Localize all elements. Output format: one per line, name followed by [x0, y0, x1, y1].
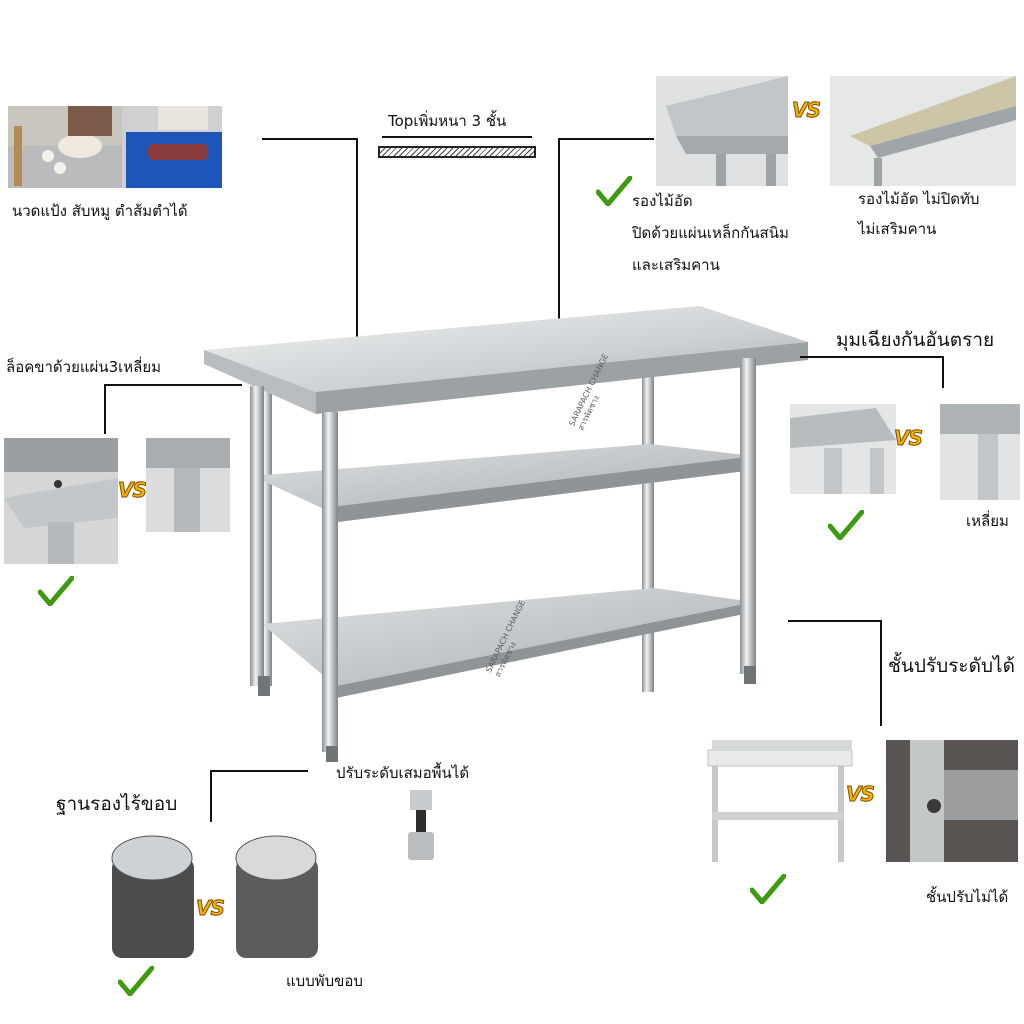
folded-edge-label: แบบพับขอบ	[286, 972, 363, 990]
connector-shelf-v	[880, 620, 882, 726]
square-corner-label: เหลี่ยม	[966, 512, 1009, 530]
top-thick-sample	[378, 146, 536, 158]
leveling-foot-photo	[402, 790, 440, 860]
plywood-good-line2: ปิดด้วยแผ่นเหล็กกันสนิม	[632, 224, 789, 242]
level-feet-label: ปรับระดับเสมอพื้นได้	[336, 764, 470, 782]
connector-base-v	[210, 770, 212, 822]
plywood-bad-line1: รองไม้อัด ไม่ปิดทับ	[858, 190, 980, 208]
base-no-edge-photo	[96, 828, 350, 958]
connector-plywood-v	[558, 138, 560, 358]
plywood-good-line3: และเสริมคาน	[632, 256, 720, 274]
check-icon	[749, 873, 787, 905]
check-icon	[595, 175, 633, 207]
fixed-shelf-photo	[886, 740, 1018, 862]
adjustable-shelf-photo	[702, 740, 854, 862]
bevel-corner-label: มุมเฉียงกันอันตราย	[836, 329, 995, 351]
plywood-bad-line2: ไม่เสริมคาน	[858, 220, 937, 238]
connector-plywood	[558, 138, 654, 140]
top-thick-label: Topเพิ่มหนา 3 ชั้น	[388, 112, 507, 130]
leg-lock-label: ล็อคขาด้วยแผ่น3เหลี่ยม	[6, 358, 162, 376]
check-icon	[117, 965, 155, 997]
bevel-corner-photo	[790, 404, 896, 494]
base-no-edge-label: ฐานรองไร้ขอบ	[56, 793, 178, 815]
kneading-chopping-photo	[8, 106, 222, 188]
top-thick-underline	[382, 136, 532, 138]
vs-badge: VS	[196, 896, 226, 921]
knead-label: นวดแป้ง สับหมู ตำส้มตำได้	[12, 202, 188, 220]
vs-badge: VS	[894, 426, 924, 451]
vs-badge: VS	[118, 478, 148, 503]
triangle-plate-photo	[4, 438, 118, 564]
connector-base-h	[212, 770, 308, 772]
check-icon	[37, 575, 75, 607]
stainless-table-image	[200, 296, 820, 766]
fixed-shelf-label: ชั้นปรับไม่ได้	[926, 888, 1009, 906]
connector-shelf-h	[788, 620, 882, 622]
connector-leglock-v	[104, 384, 106, 434]
connector-bevel-h	[800, 356, 944, 358]
square-corner-photo	[940, 404, 1020, 500]
no-plate-photo	[146, 438, 230, 532]
connector-leglock-h	[104, 384, 242, 386]
connector-knead	[262, 138, 358, 140]
vs-badge: VS	[792, 98, 822, 123]
plywood-covered-photo	[656, 76, 788, 186]
connector-bevel-v	[942, 356, 944, 388]
check-icon	[827, 509, 865, 541]
vs-badge: VS	[846, 782, 876, 807]
connector-knead-v	[356, 138, 358, 348]
plywood-uncovered-photo	[830, 76, 1016, 186]
plywood-good-line1: รองไม้อัด	[632, 192, 693, 210]
adjustable-shelf-label: ชั้นปรับระดับได้	[888, 655, 1015, 677]
